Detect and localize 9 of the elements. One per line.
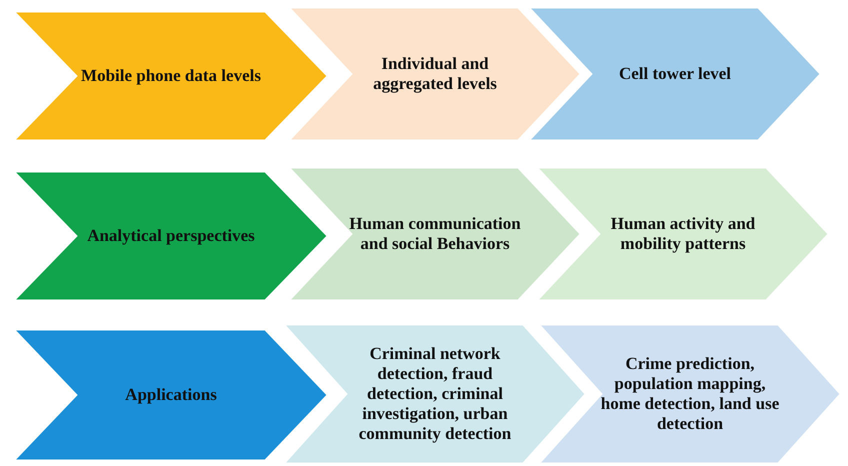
chevron-label: Human activity and mobility patterns <box>610 214 756 254</box>
chevron-label: Applications <box>125 385 217 405</box>
chevron-label: Cell tower level <box>618 64 732 84</box>
chevron-label: Human communication and social Behaviors <box>348 214 522 254</box>
chevron-label: Criminal network detection, fraud detection, criminal investigation, urban community detection <box>358 344 512 444</box>
chevron-label: Analytical perspectives <box>87 226 255 246</box>
chevron-label: Crime prediction, population mapping, home detection, land use detection <box>600 354 780 434</box>
chevron-label: Mobile phone data levels <box>81 66 261 86</box>
chevron-label: Individual and aggregated levels <box>372 54 498 94</box>
